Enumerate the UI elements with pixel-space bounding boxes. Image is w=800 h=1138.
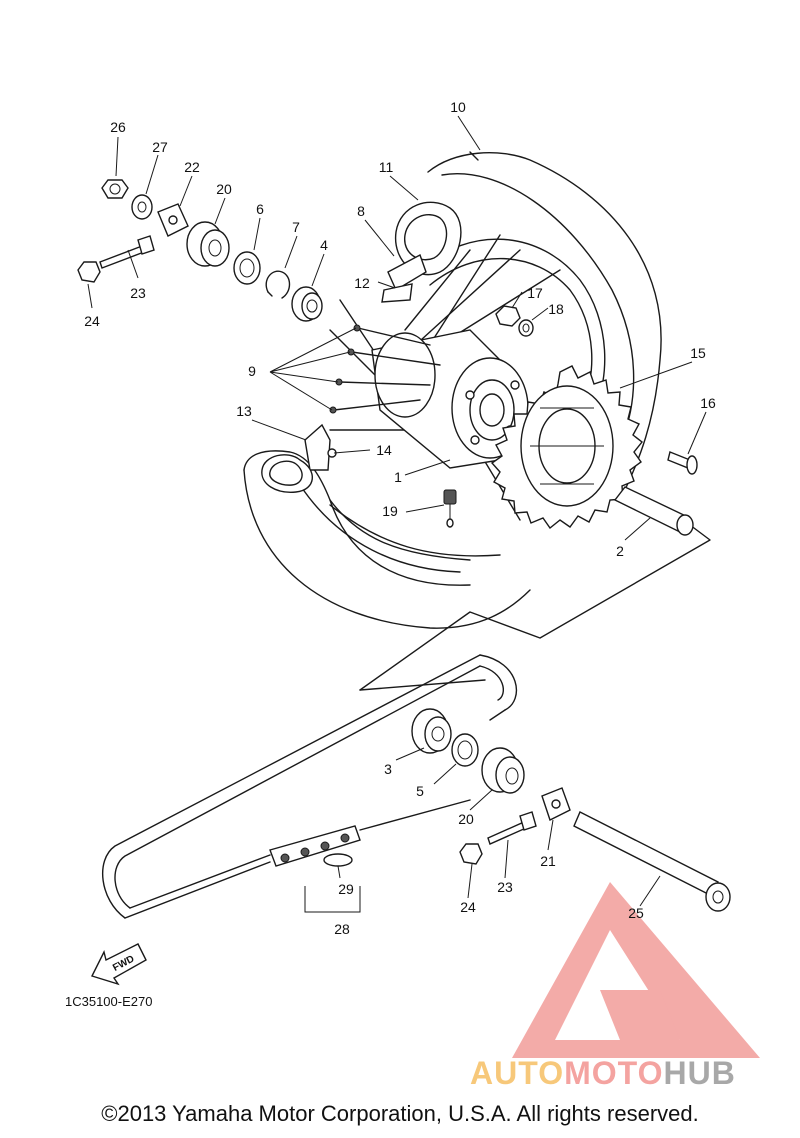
part-label-29: 29: [338, 881, 354, 897]
part-label-25: 25: [628, 905, 644, 921]
brand-part-auto: AUTO: [470, 1055, 565, 1091]
part-label-16: 16: [700, 395, 716, 411]
part-label-3: 3: [384, 761, 392, 777]
part-label-7: 7: [292, 219, 300, 235]
part-label-18: 18: [548, 301, 564, 317]
part-label-14: 14: [376, 442, 392, 458]
part-label-15: 15: [690, 345, 706, 361]
part-label-5: 5: [416, 783, 424, 799]
watermark-triangle-logo: [512, 882, 760, 1058]
brand-part-hub: HUB: [663, 1055, 736, 1091]
watermark-brand: AUTOMOTOHUB: [470, 1055, 792, 1095]
part-label-19: 19: [382, 503, 398, 519]
part-label-12: 12: [354, 275, 370, 291]
part-label-22: 22: [184, 159, 200, 175]
rim-lock: [261, 423, 337, 493]
tube-and-rim-band: [381, 201, 462, 303]
part-label-11: 11: [379, 159, 394, 175]
upper-axle-parts: [77, 179, 323, 322]
part-label-24-lower: 24: [460, 899, 476, 915]
part-label-10: 10: [450, 99, 466, 115]
part-label-20-upper: 20: [216, 181, 232, 197]
part-label-8: 8: [357, 203, 365, 219]
part-label-23-lower: 23: [497, 879, 513, 895]
part-label-17: 17: [527, 285, 543, 301]
part-label-4: 4: [320, 237, 328, 253]
copyright-notice: ©2013 Yamaha Motor Corporation, U.S.A. A…: [101, 1101, 699, 1126]
part-label-13: 13: [236, 403, 252, 419]
leader-lines: [87, 115, 707, 907]
lower-axle-parts: [411, 708, 731, 912]
part-label-1: 1: [394, 469, 402, 485]
part-label-27: 27: [152, 139, 168, 155]
part-label-9: 9: [248, 363, 256, 379]
axle-collar: [613, 486, 694, 536]
drive-chain: [101, 654, 518, 919]
part-label-23-upper: 23: [130, 285, 146, 301]
part-label-2: 2: [616, 543, 624, 559]
spoke-nipples: [269, 324, 441, 414]
part-label-21: 21: [540, 853, 556, 869]
drawing-code: 1C35100-E270: [65, 994, 152, 1009]
part-label-20-lower: 20: [458, 811, 474, 827]
sprocket-bolt: [667, 451, 698, 475]
part-numbers: 1 2 3 4 5 6 7 8 9 10 11 12 13 14 15 16 1…: [84, 99, 716, 937]
part-label-26: 26: [110, 119, 126, 135]
brand-part-moto: MOTO: [564, 1055, 664, 1091]
nut-and-washer: [495, 305, 534, 337]
fwd-arrow-icon: FWD: [91, 943, 147, 986]
rim-lock-valve: [443, 489, 457, 528]
part-label-24-upper: 24: [84, 313, 100, 329]
rear-tire: [243, 151, 711, 691]
rear-sprocket: [490, 365, 643, 530]
part-label-6: 6: [256, 201, 264, 217]
part-label-28: 28: [334, 921, 350, 937]
